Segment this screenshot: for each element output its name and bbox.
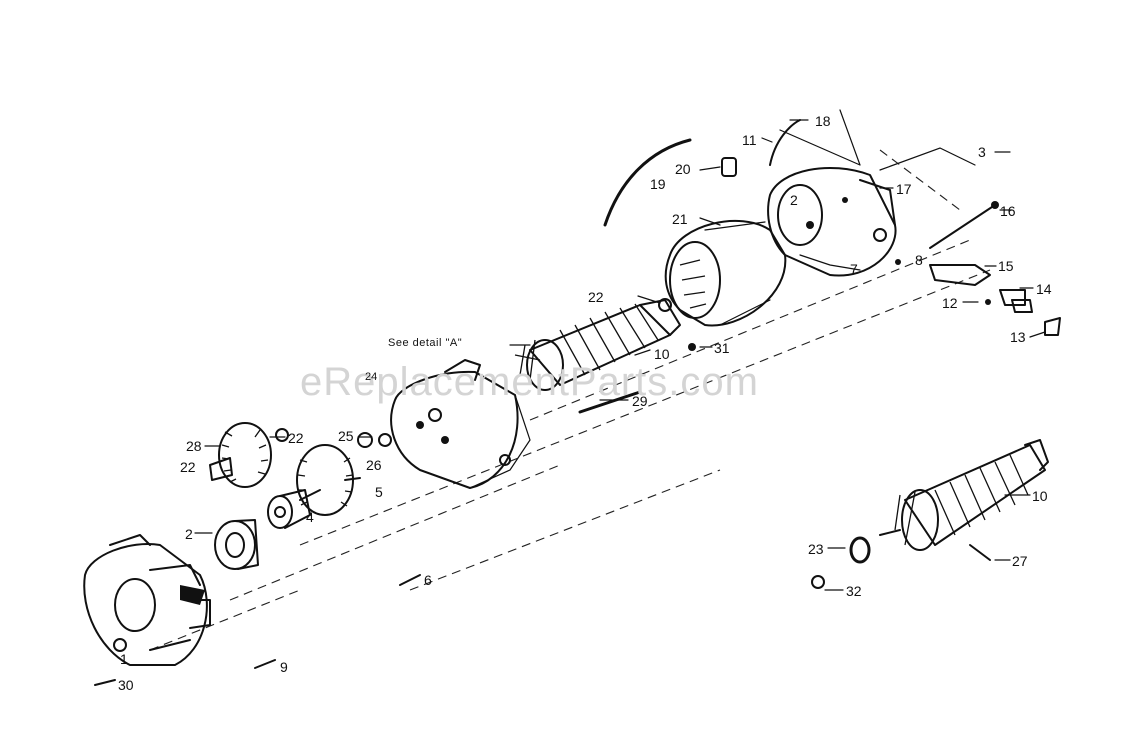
label-1: 1 (120, 651, 128, 667)
gear-housing (390, 359, 531, 489)
label-8: 8 (915, 252, 923, 268)
label-15: 15 (998, 258, 1014, 274)
label-18: 18 (815, 113, 831, 129)
field-housing-21 (664, 219, 787, 327)
pinion-4 (267, 489, 311, 529)
screw-9 (254, 659, 276, 669)
label-6: 6 (424, 572, 432, 588)
label-11: 11 (742, 132, 757, 148)
part-27 (969, 544, 991, 561)
shaft-29 (578, 390, 642, 414)
label-10-upper: 10 (654, 346, 670, 362)
label-9: 9 (280, 659, 288, 675)
armature-lower (879, 439, 1049, 551)
armature-upper (514, 298, 681, 391)
label-2-front: 2 (185, 526, 193, 542)
label-29: 29 (632, 393, 648, 409)
label-25: 25 (338, 428, 354, 444)
gear-5 (296, 432, 392, 516)
label-3: 3 (978, 144, 986, 160)
bearing-2 (214, 519, 259, 570)
label-22-upper: 22 (588, 289, 604, 305)
detail-note: See detail "A" (388, 337, 463, 349)
switch-parts (895, 259, 1061, 336)
washer-31 (688, 343, 696, 351)
bracket-3 (879, 147, 976, 171)
leader-lines (194, 119, 1046, 591)
label-21: 21 (672, 211, 688, 227)
label-22-lower: 22 (180, 459, 196, 475)
label-20: 20 (675, 161, 691, 177)
label-5: 5 (375, 484, 383, 500)
label-24: 24 (365, 371, 378, 383)
label-32: 32 (846, 583, 862, 599)
assembly-centerlines (149, 149, 991, 651)
label-23: 23 (808, 541, 824, 557)
label-28: 28 (186, 438, 202, 454)
label-22-gear: 22 (288, 430, 304, 446)
label-27: 27 (1012, 553, 1028, 569)
label-10-lower: 10 (1032, 488, 1048, 504)
brush-20 (721, 157, 737, 177)
front-housing-1 (83, 534, 211, 666)
label-4: 4 (306, 509, 314, 525)
label-31: 31 (714, 340, 730, 356)
label-30: 30 (118, 677, 134, 693)
label-13: 13 (1010, 329, 1026, 345)
bearing-23 (849, 536, 871, 564)
label-26: 26 (366, 457, 382, 473)
rear-housing (767, 167, 897, 277)
screw-16 (929, 201, 999, 249)
bracket-18 (779, 109, 861, 166)
wire-18 (769, 119, 801, 166)
wire-19 (603, 138, 692, 227)
screw-6 (399, 574, 421, 586)
label-7: 7 (850, 261, 858, 277)
label-12: 12 (942, 295, 958, 311)
screw-30 (94, 679, 116, 686)
label-16: 16 (1000, 203, 1016, 219)
label-19: 19 (650, 176, 666, 192)
washer-32 (811, 575, 825, 589)
gear-28 (209, 422, 289, 488)
label-17: 17 (896, 181, 912, 197)
label-2-rear: 2 (790, 192, 798, 208)
label-14: 14 (1036, 281, 1052, 297)
